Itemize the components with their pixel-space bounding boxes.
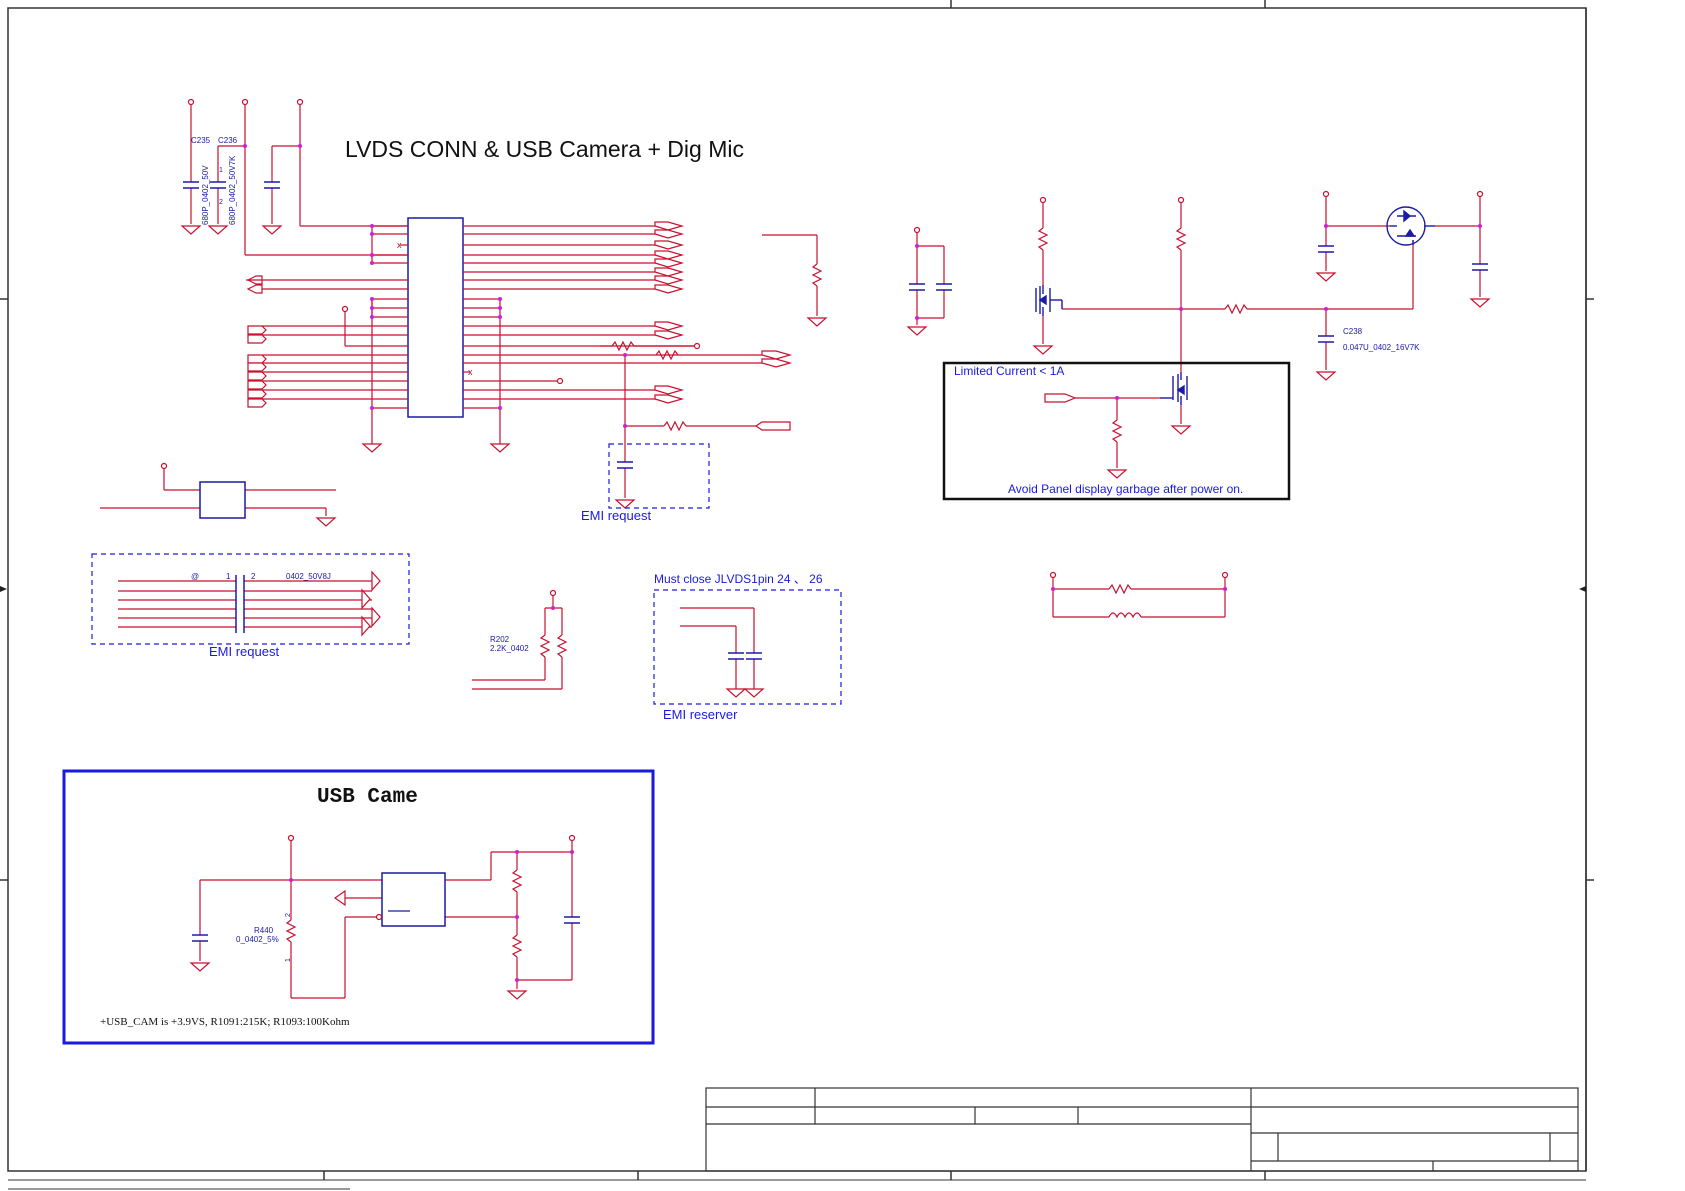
pmos-with-diode <box>1386 206 1435 246</box>
emi-array-pin1: 1 <box>226 572 231 581</box>
r202-junction <box>551 606 555 610</box>
usb-camera-note: +USB_CAM is +3.9VS, R1091:215K; R1093:10… <box>100 1016 350 1028</box>
emi-cap-lvds <box>617 461 633 469</box>
lvds-connector <box>407 217 464 418</box>
mic-power-pin <box>913 226 921 234</box>
power-pins-top-left <box>187 98 304 106</box>
mic-junctions <box>915 244 919 320</box>
usb-camera-block <box>62 769 655 1045</box>
mic-decoupling-caps <box>906 232 945 336</box>
usb-camera-caps <box>192 916 580 942</box>
c238-value: 0.047U_0402_16V7K <box>1343 343 1420 352</box>
c235-ref: C235 <box>191 136 211 145</box>
lvds-ground-symbols <box>361 442 511 453</box>
emi-cap-array-wires <box>118 580 372 628</box>
r440-ref: R440 <box>254 926 274 935</box>
c235-value: 680P_0402_50V <box>201 165 210 225</box>
emi-reserver-label: EMI reserver <box>663 707 738 722</box>
lvds-right-offpage <box>246 221 793 431</box>
c236-pin2: 2 <box>219 199 223 206</box>
lvds-nc-marks: x x <box>397 240 473 377</box>
c236-pin1: 1 <box>219 167 223 174</box>
usb-camera-power-pins <box>287 834 576 921</box>
cap-plates-top-left <box>183 181 280 189</box>
usb-camera-junctions <box>289 850 574 982</box>
bead-pair-pins <box>1049 571 1229 579</box>
limited-current-note: Limited Current < 1A <box>954 364 1064 378</box>
r202-power-pin <box>549 589 557 597</box>
frame-arrows <box>0 586 1586 592</box>
emi-cap-array-grounds <box>361 570 381 637</box>
cap-labels-top-left: C235 C236 680P_0402_50V 680P_0402_50V7K … <box>191 136 238 225</box>
lvds-connector-pins <box>262 225 762 442</box>
nc-mark-left: x <box>397 240 402 250</box>
emi-reserver-plates <box>728 652 762 660</box>
r440-pin1: 1 <box>285 958 292 962</box>
emi-box-lvds <box>608 443 710 509</box>
emi-cap-ground <box>614 499 636 509</box>
lcd-switch-junctions <box>1115 224 1482 400</box>
limited-current-box <box>942 361 1291 501</box>
usb-camera-ldo <box>381 872 446 927</box>
emi-cap-array-plates <box>235 575 245 633</box>
r202-pullups <box>472 595 568 690</box>
mic-cap-plates <box>909 283 952 291</box>
lcd-switch-mosfets <box>1035 285 1188 405</box>
nc-mark-right: x <box>468 367 473 377</box>
lvds-left-offpage <box>246 275 267 408</box>
usb-camera-wires <box>189 840 573 1000</box>
ground-symbols-top-left <box>180 225 283 235</box>
page-title: LVDS CONN & USB Camera + Dig Mic <box>345 136 744 162</box>
lcd-enable-offpage <box>1044 393 1077 403</box>
emi-request-lvds-label: EMI request <box>581 508 651 523</box>
emi-request-array-label: EMI request <box>209 644 279 659</box>
lvds-power-pins <box>341 305 564 385</box>
r440-pin2: 2 <box>285 913 292 917</box>
mic-ic-body <box>199 481 246 519</box>
usb-camera-title: USB Came <box>317 786 418 809</box>
lvds-junctions <box>370 224 502 410</box>
emi-array-ref: @ <box>191 572 199 581</box>
emi-array-value: 0402_50V8J <box>286 572 331 581</box>
mic-vdd-pin <box>160 462 168 470</box>
decoupling-caps-top-left <box>190 104 408 256</box>
c236-value: 680P_0402_50V7K <box>228 155 237 225</box>
emi-box-cap-array <box>91 553 410 645</box>
pulldown-resistor-top-mid <box>762 234 828 327</box>
r440-value: 0_0402_5% <box>236 935 279 944</box>
junctions-top-left <box>243 144 302 148</box>
lcd-switch-power-pins <box>1039 190 1484 204</box>
lvds-series-resistors <box>600 340 756 498</box>
pin-marker <box>693 342 701 350</box>
mic-interface-wires <box>100 468 337 527</box>
emi-reserver-box <box>653 589 842 705</box>
must-close-note: Must close JLVDS1pin 24 、 26 <box>654 572 823 586</box>
lcd-switch-caps <box>1318 245 1488 343</box>
r202-value: 2.2K_0402 <box>490 644 529 653</box>
r202-ref: R202 <box>490 635 510 644</box>
sheet-frame <box>0 0 1594 1181</box>
c238-ref: C238 <box>1343 327 1363 336</box>
emi-reserver-wires <box>680 607 765 698</box>
avoid-garbage-note: Avoid Panel display garbage after power … <box>1008 482 1243 496</box>
c236-ref: C236 <box>218 136 238 145</box>
bead-resistor-pair <box>1052 577 1226 619</box>
lvds-right-junctions <box>623 353 627 428</box>
bead-pair-junctions <box>1051 587 1227 591</box>
emi-array-pin2: 2 <box>251 572 256 581</box>
title-block <box>705 1087 1579 1172</box>
